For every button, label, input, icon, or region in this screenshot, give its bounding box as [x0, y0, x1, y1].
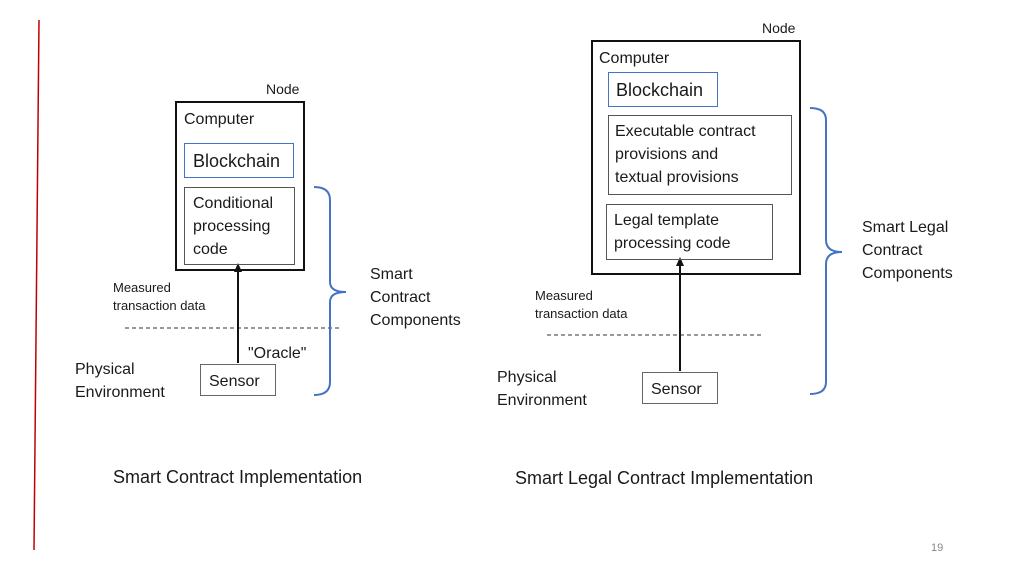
left-blockchain-box: Blockchain [184, 143, 294, 178]
left-computer-box: Computer Blockchain Conditional processi… [175, 101, 305, 271]
left-measured-label: Measured transaction data [113, 279, 206, 315]
left-bracket [313, 186, 347, 396]
right-components-line: Contract [862, 242, 923, 259]
left-measured-line: transaction data [113, 298, 206, 313]
right-provisions-line: provisions and [615, 146, 719, 163]
right-measured-line: Measured [535, 288, 593, 303]
left-environment-line: Environment [75, 384, 165, 401]
left-environment-label: Physical Environment [75, 358, 165, 404]
left-sensor-label: Sensor [209, 373, 260, 390]
left-components-label: Smart Contract Components [370, 263, 461, 332]
right-node-label: Node [762, 20, 796, 36]
left-code-line: Conditional [193, 195, 274, 212]
right-template-box: Legal template processing code [606, 204, 773, 260]
right-components-label: Smart Legal Contract Components [862, 216, 953, 285]
left-code-text: Conditional processing code [193, 192, 273, 261]
right-blockchain-box: Blockchain [608, 72, 718, 107]
right-provisions-line: textual provisions [615, 169, 739, 186]
right-arrow-head [676, 257, 684, 266]
left-environment-line: Physical [75, 361, 135, 378]
left-components-line: Smart [370, 266, 413, 283]
left-code-line: code [193, 241, 228, 258]
right-template-line: Legal template [614, 212, 719, 229]
left-caption: Smart Contract Implementation [113, 467, 363, 487]
right-components-line: Components [862, 265, 953, 282]
right-computer-box: Computer Blockchain Executable contract … [591, 40, 801, 275]
right-measured-line: transaction data [535, 306, 628, 321]
right-template-line: processing code [614, 235, 731, 252]
left-measured-line: Measured [113, 280, 171, 295]
left-components-line: Components [370, 312, 461, 329]
right-sensor-box: Sensor [642, 372, 718, 404]
right-environment-label: Physical Environment [497, 366, 587, 412]
right-caption: Smart Legal Contract Implementation [515, 468, 814, 488]
slide-number: 19 [931, 542, 944, 554]
left-oracle-label: "Oracle" [248, 345, 307, 362]
right-components-line: Smart Legal [862, 219, 949, 236]
right-sensor-label: Sensor [651, 381, 702, 398]
left-sensor-box: Sensor [200, 364, 276, 396]
left-computer-label: Computer [184, 111, 255, 128]
right-bracket [809, 107, 843, 395]
left-code-box: Conditional processing code [184, 187, 295, 265]
slide-accent-line [33, 19, 40, 551]
right-measured-label: Measured transaction data [535, 287, 628, 323]
right-template-text: Legal template processing code [614, 209, 731, 255]
right-provisions-text: Executable contract provisions and textu… [615, 120, 756, 189]
right-environment-line: Environment [497, 392, 587, 409]
left-components-line: Contract [370, 289, 431, 306]
right-blockchain-label: Blockchain [616, 80, 704, 100]
left-node-label: Node [266, 81, 300, 97]
right-provisions-box: Executable contract provisions and textu… [608, 115, 792, 195]
right-computer-label: Computer [599, 50, 670, 67]
left-code-line: processing [193, 218, 271, 235]
right-environment-line: Physical [497, 369, 557, 386]
left-blockchain-label: Blockchain [193, 151, 281, 171]
right-provisions-line: Executable contract [615, 123, 756, 140]
